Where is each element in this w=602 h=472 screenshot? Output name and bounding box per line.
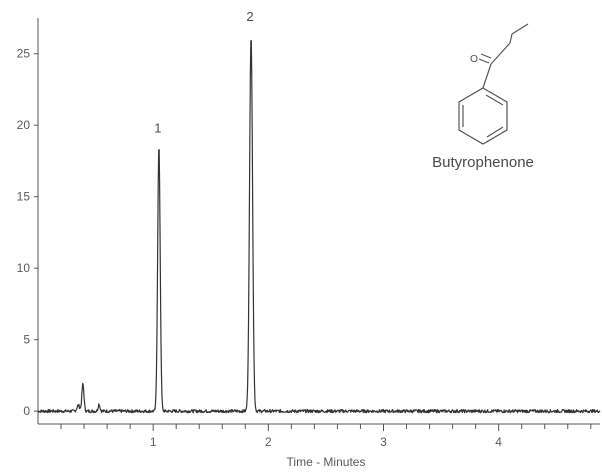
oxygen-label: O [470,54,478,65]
y-tick-label: 25 [17,47,31,61]
axes [37,18,600,425]
alkyl-bond [490,42,511,65]
chromatogram-trace [37,39,601,414]
x-axis-title: Time - Minutes [287,455,366,469]
y-tick-label: 10 [17,261,31,275]
x-tick-label: 2 [265,435,272,449]
x-ticks: 1 2 3 4 [60,424,592,449]
x-tick-label: 4 [495,435,502,449]
peak-label-1: 1 [154,121,161,136]
x-tick-label: 1 [150,435,157,449]
aromatic-bond [486,126,504,138]
compound-name: Butyrophenone [432,154,534,171]
alkyl-bond [511,23,529,35]
aromatic-bond [485,94,504,106]
y-tick-label: 0 [23,404,30,418]
carbonyl-double-bond [480,53,492,59]
alkyl-bond [509,33,513,44]
peak-label-2: 2 [246,9,253,24]
benzene-ring [458,87,508,145]
y-tick-label: 5 [23,333,30,347]
y-tick-label: 20 [17,118,31,132]
carbonyl-double-bond [478,58,490,64]
x-tick-label: 3 [380,435,387,449]
peak-labels: 12 [154,9,253,136]
butyrophenone-structure [458,23,529,145]
y-tick-label: 15 [17,190,31,204]
ring-carbonyl-bond [482,63,492,89]
y-ticks: 0 5 10 15 20 25 [17,47,38,418]
